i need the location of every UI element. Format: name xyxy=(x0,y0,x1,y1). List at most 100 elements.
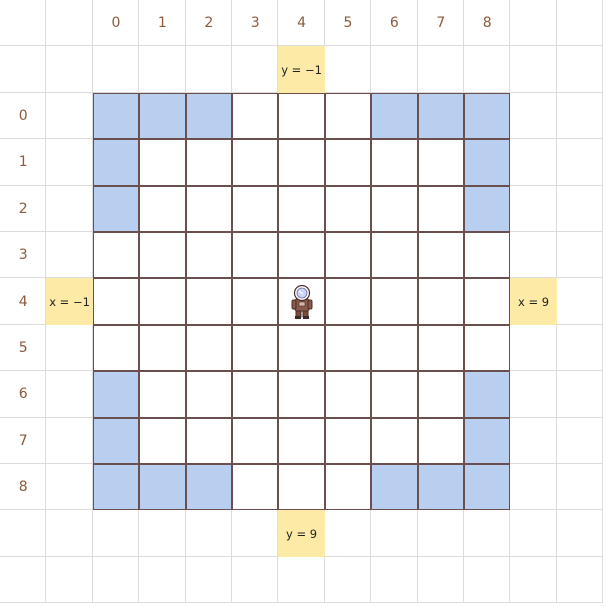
board-cell-blocked[interactable] xyxy=(92,139,140,186)
background-grid-cell xyxy=(324,556,372,604)
board-cell-blocked[interactable] xyxy=(464,92,511,140)
board-cell[interactable] xyxy=(278,464,325,511)
board-cell[interactable] xyxy=(139,278,186,325)
background-grid-cell xyxy=(139,556,186,604)
board-cell-blocked[interactable] xyxy=(185,92,232,140)
board-cell[interactable] xyxy=(324,371,372,418)
board-cell[interactable] xyxy=(185,417,232,464)
board-cell[interactable] xyxy=(232,417,279,464)
background-grid-cell xyxy=(556,139,604,186)
board-cell-blocked[interactable] xyxy=(464,417,511,464)
board-cell[interactable] xyxy=(278,371,325,418)
board-cell[interactable] xyxy=(92,232,140,279)
player-astronaut[interactable] xyxy=(278,278,324,324)
board-cell-blocked[interactable] xyxy=(92,185,140,232)
background-grid-cell xyxy=(556,510,604,557)
background-grid-cell xyxy=(0,417,47,464)
board-cell[interactable] xyxy=(232,185,279,232)
board-cell[interactable] xyxy=(232,232,279,279)
board-cell[interactable] xyxy=(139,139,186,186)
board-cell[interactable] xyxy=(185,324,232,372)
board-cell[interactable] xyxy=(324,92,372,140)
board-cell[interactable] xyxy=(185,185,232,232)
background-grid-cell xyxy=(556,46,604,93)
column-label: 7 xyxy=(436,15,446,32)
board-cell-blocked[interactable] xyxy=(371,464,418,511)
board-cell-blocked[interactable] xyxy=(417,464,464,511)
board-cell-blocked[interactable] xyxy=(464,185,511,232)
board-cell[interactable] xyxy=(232,278,279,325)
board-cell[interactable] xyxy=(185,139,232,186)
board-cell-blocked[interactable] xyxy=(92,464,140,511)
background-grid-cell xyxy=(185,0,232,47)
board-cell[interactable] xyxy=(464,232,511,279)
board-cell[interactable] xyxy=(278,232,325,279)
board-cell[interactable] xyxy=(139,232,186,279)
board-cell-blocked[interactable] xyxy=(139,464,186,511)
board-cell[interactable] xyxy=(278,92,325,140)
board-cell-blocked[interactable] xyxy=(139,92,186,140)
board-cell[interactable] xyxy=(232,92,279,140)
board-cell-blocked[interactable] xyxy=(92,417,140,464)
background-grid-cell xyxy=(0,185,47,232)
board-cell[interactable] xyxy=(185,278,232,325)
board-cell[interactable] xyxy=(417,139,464,186)
board-cell[interactable] xyxy=(371,324,418,372)
board-cell-blocked[interactable] xyxy=(464,139,511,186)
board-cell[interactable] xyxy=(324,185,372,232)
board-cell[interactable] xyxy=(324,324,372,372)
background-grid-cell xyxy=(46,46,93,93)
board-cell[interactable] xyxy=(92,278,140,325)
board-cell[interactable] xyxy=(92,324,140,372)
board-cell-blocked[interactable] xyxy=(92,92,140,140)
background-grid-cell xyxy=(556,185,604,232)
board-cell[interactable] xyxy=(371,185,418,232)
board-cell[interactable] xyxy=(232,324,279,372)
board-cell[interactable] xyxy=(371,278,418,325)
board-cell[interactable] xyxy=(278,185,325,232)
background-grid-cell xyxy=(0,371,47,418)
board-cell[interactable] xyxy=(232,464,279,511)
background-grid-cell xyxy=(510,232,557,279)
board-cell[interactable] xyxy=(324,278,372,325)
board-cell-blocked[interactable] xyxy=(417,92,464,140)
background-grid-cell xyxy=(510,324,557,372)
board-cell[interactable] xyxy=(278,139,325,186)
board-cell[interactable] xyxy=(232,371,279,418)
board-cell-blocked[interactable] xyxy=(185,464,232,511)
board-cell[interactable] xyxy=(139,185,186,232)
board-cell[interactable] xyxy=(324,464,372,511)
board-cell[interactable] xyxy=(417,371,464,418)
board-cell[interactable] xyxy=(371,139,418,186)
board-cell[interactable] xyxy=(139,417,186,464)
board-cell[interactable] xyxy=(417,185,464,232)
board-cell[interactable] xyxy=(417,232,464,279)
board-cell[interactable] xyxy=(464,324,511,372)
board-cell[interactable] xyxy=(371,232,418,279)
background-grid-cell xyxy=(0,0,47,47)
board-cell[interactable] xyxy=(232,139,279,186)
board-cell[interactable] xyxy=(371,371,418,418)
background-grid-cell xyxy=(232,46,279,93)
background-grid-cell xyxy=(0,92,47,140)
board-cell[interactable] xyxy=(324,417,372,464)
board-cell-blocked[interactable] xyxy=(92,371,140,418)
board-cell[interactable] xyxy=(417,278,464,325)
background-grid-cell xyxy=(232,510,279,557)
board-cell[interactable] xyxy=(417,324,464,372)
board-cell-blocked[interactable] xyxy=(464,371,511,418)
board-cell[interactable] xyxy=(185,371,232,418)
background-grid-cell xyxy=(0,556,47,604)
board-cell[interactable] xyxy=(278,417,325,464)
board-cell[interactable] xyxy=(464,278,511,325)
board-cell[interactable] xyxy=(139,324,186,372)
board-cell[interactable] xyxy=(278,324,325,372)
board-cell[interactable] xyxy=(324,232,372,279)
board-cell-blocked[interactable] xyxy=(464,464,511,511)
board-cell[interactable] xyxy=(371,417,418,464)
board-cell[interactable] xyxy=(417,417,464,464)
board-cell[interactable] xyxy=(324,139,372,186)
board-cell[interactable] xyxy=(139,371,186,418)
board-cell-blocked[interactable] xyxy=(371,92,418,140)
board-cell[interactable] xyxy=(185,232,232,279)
